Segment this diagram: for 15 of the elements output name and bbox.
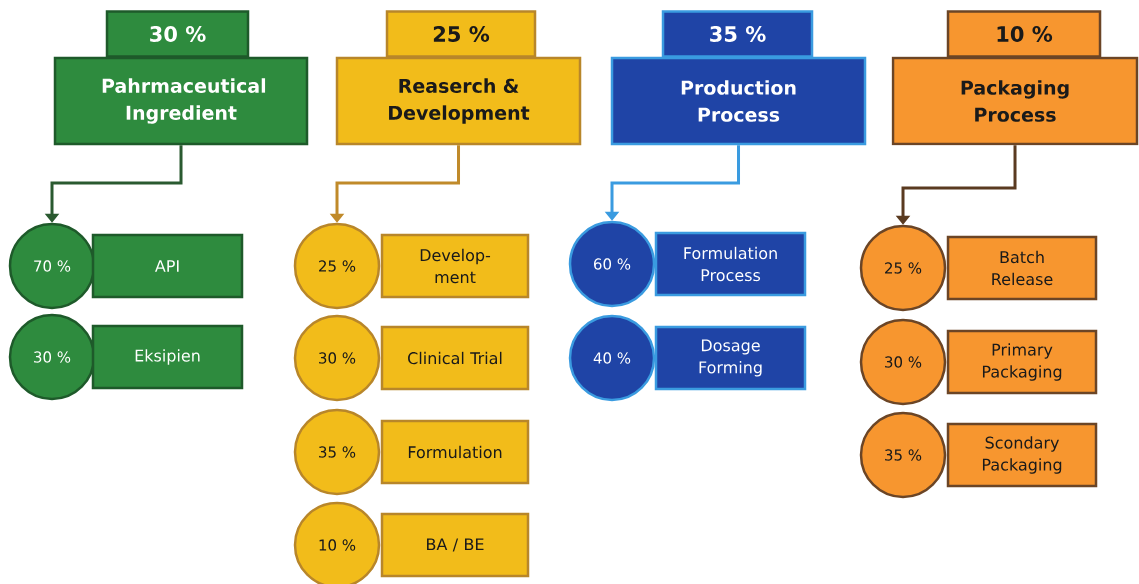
percent-tab: 25 % (385, 10, 537, 58)
item-box: Dosage Forming (654, 325, 807, 391)
item-box: Primary Packaging (946, 329, 1098, 395)
percent-tab: 10 % (946, 10, 1102, 58)
item-box: Scondary Packaging (946, 422, 1098, 488)
percent-tab: 35 % (661, 10, 814, 58)
item-box: Batch Release (946, 235, 1098, 301)
item-box: Clinical Trial (380, 325, 530, 391)
item-box: Formulation (380, 419, 530, 485)
item-box: API (91, 233, 244, 299)
item-box: BA / BE (380, 512, 530, 578)
item-box: Eksipien (91, 324, 244, 390)
item-box: Develop- ment (380, 233, 530, 299)
item-box: Formulation Process (654, 231, 807, 297)
percent-tab: 30 % (105, 10, 250, 58)
